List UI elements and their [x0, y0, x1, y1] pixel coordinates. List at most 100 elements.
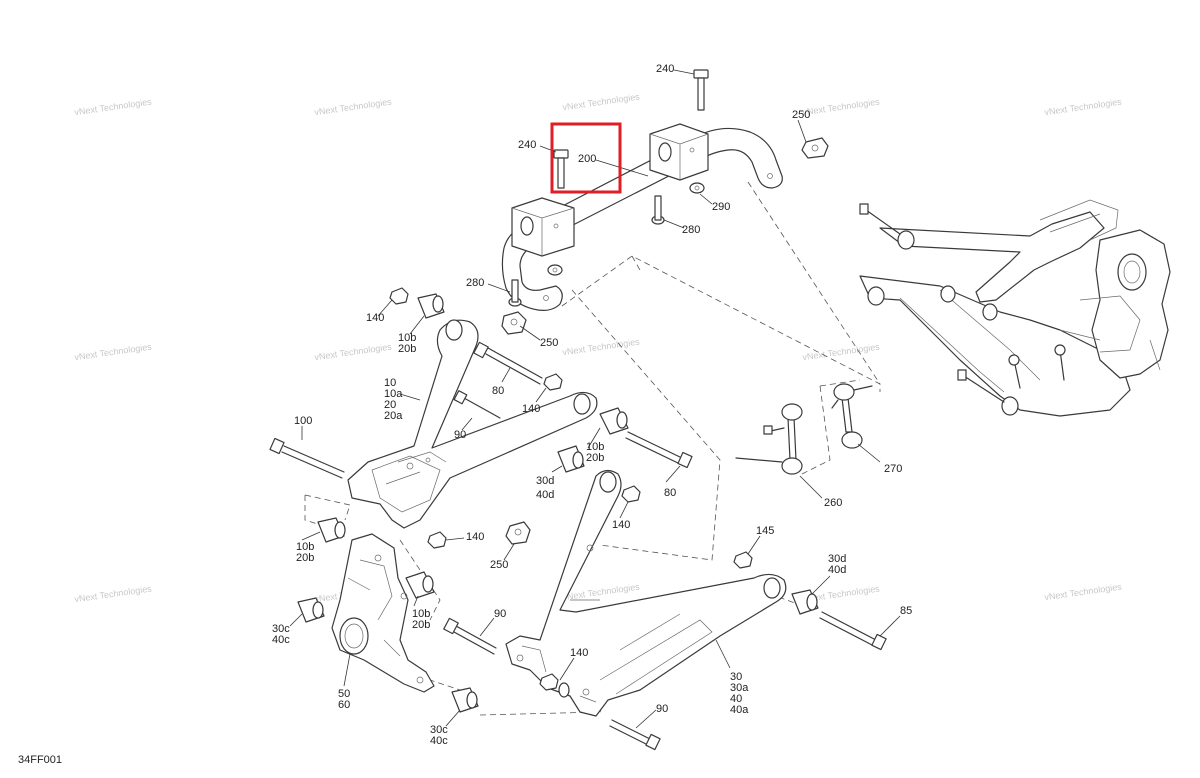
link-rod: [841, 397, 853, 433]
callout-40c: 40c: [272, 634, 290, 646]
link-nut: [763, 425, 773, 435]
callout-250: 250: [490, 559, 508, 571]
callout-80: 80: [664, 487, 676, 499]
nut-body: [539, 673, 559, 691]
washer-140: [558, 682, 570, 698]
bolt-head: [443, 617, 459, 635]
lower-a-arm-detail: [570, 599, 713, 695]
knuckle-detail: [347, 559, 401, 657]
bushing-face: [466, 691, 478, 709]
figure-code: 34FF001: [18, 754, 63, 766]
bushing-face: [432, 295, 444, 313]
callout-10b: 10b: [296, 541, 314, 553]
callouts: 240 240 200 250 290 280 280 250 140 10b …: [272, 63, 912, 747]
callout-90: 90: [454, 429, 466, 441]
assembled-hub-inner: [1123, 260, 1141, 284]
knuckle: [331, 533, 435, 693]
callout-30c: 30c: [430, 724, 448, 736]
bushing-face: [334, 521, 346, 539]
callout-140: 140: [570, 647, 588, 659]
nut-body: [547, 264, 563, 276]
link-end: [841, 431, 863, 449]
leader-line: [501, 367, 511, 383]
link-end: [781, 457, 803, 475]
bushing-10b: [317, 517, 346, 543]
bolt-85: [819, 611, 887, 651]
assembled-upper-arm: [879, 211, 1105, 303]
bolt-shank: [487, 347, 543, 379]
assembled-arm-detail: [1039, 199, 1119, 241]
assembled-bolt-head: [957, 369, 967, 381]
leader-line: [559, 657, 575, 681]
bolt-90: [443, 617, 497, 655]
leader-line: [503, 543, 515, 561]
watermark-text: vNext Technologies: [562, 91, 641, 112]
leader-line: [811, 575, 831, 595]
callout-10b: 10b: [586, 441, 604, 453]
nut-body: [543, 373, 563, 391]
lower-a-arm: [505, 469, 787, 717]
watermark: vNext Technologies: [314, 341, 393, 362]
watermark-text: vNext Technologies: [74, 96, 153, 117]
callout-140: 140: [366, 312, 384, 324]
dashed-line: [631, 255, 641, 271]
callout-40d: 40d: [828, 564, 846, 576]
knuckle-hole: [374, 554, 382, 562]
upper-a-arm-eye: [573, 393, 591, 415]
callout-60: 60: [338, 699, 350, 711]
leader-line: [445, 709, 461, 727]
callout-30d: 30d: [828, 553, 846, 565]
upper-a-arm-detail: [371, 455, 441, 513]
bolt-shank: [654, 195, 662, 221]
leader-line: [665, 465, 681, 483]
callout-260: 260: [824, 497, 842, 509]
bracket-body: [649, 123, 709, 181]
leader-line: [479, 617, 495, 637]
callout-40a: 40a: [730, 704, 749, 716]
watermark: vNext Technologies: [74, 341, 153, 362]
leader-line: [663, 219, 685, 229]
leader-line: [715, 639, 731, 669]
link-end: [833, 383, 855, 401]
nut-250: [501, 311, 527, 335]
leader-lines: [289, 69, 901, 729]
callout-270: 270: [884, 463, 902, 475]
callout-40c: 40c: [430, 735, 448, 747]
sway-bar-bushing-bracket: [649, 123, 709, 181]
assembled-suspension-view: [859, 199, 1171, 417]
nut-290: [689, 182, 705, 194]
bolt-shank: [455, 625, 497, 649]
watermark-text: vNext Technologies: [314, 96, 393, 117]
washer-body: [558, 682, 570, 698]
dashed-line: [819, 379, 861, 387]
watermark-text: vNext Technologies: [314, 341, 393, 362]
assembled-bolt-head: [859, 203, 869, 215]
assembled-bushing: [982, 303, 998, 321]
bolt-shank: [557, 157, 565, 189]
leader-line: [409, 315, 425, 335]
upper-a-arm-eye: [445, 319, 463, 341]
nut-hole: [514, 528, 522, 536]
knuckle-bore-inner: [344, 623, 364, 649]
bracket-bore: [658, 142, 672, 162]
leader-line: [635, 709, 657, 729]
bolt-240-top: [693, 69, 709, 111]
lower-a-arm-hole: [586, 544, 594, 552]
callout-40: 40: [730, 693, 742, 705]
sway-bar-bushing-bracket: [511, 197, 575, 257]
bolt-head: [677, 451, 693, 469]
sway-bar-link-270: [831, 383, 873, 449]
leader-line: [797, 119, 807, 143]
sway-bar-link-260: [735, 403, 803, 475]
callout-20b: 20b: [296, 552, 314, 564]
bushing-face: [616, 411, 628, 429]
leader-line: [487, 283, 511, 293]
leader-line: [619, 501, 629, 519]
leader-line: [699, 193, 713, 205]
assembled-link-end: [1008, 354, 1020, 366]
bolt-shank-edge: [485, 353, 541, 385]
bolt-head: [473, 341, 489, 359]
watermark-text: vNext Technologies: [74, 341, 153, 362]
leader-line: [445, 537, 465, 541]
leader-line: [461, 417, 473, 431]
